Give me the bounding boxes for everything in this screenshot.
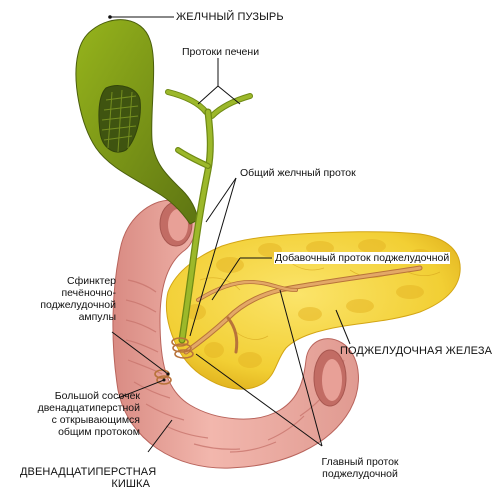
label-sphincter-line-1: Сфинктер (20, 275, 116, 287)
label-main-duct-line-2: поджелудочной (300, 468, 420, 480)
label-main-duct: Главный проток поджелудочной (300, 456, 420, 480)
gallbladder-shape (76, 20, 198, 224)
label-major-papilla: Большой сосочек двенадцатиперстной с отк… (8, 390, 140, 438)
label-gallbladder: ЖЕЛЧНЫЙ ПУЗЫРЬ (176, 11, 284, 23)
label-papilla-line-2: двенадцатиперстной (8, 402, 140, 414)
label-duodenum: ДВЕНАДЦАТИПЕРСТНАЯ КИШКА (20, 466, 150, 490)
label-main-duct-line-1: Главный проток (300, 456, 420, 468)
label-papilla-line-3: с открывающимся (8, 414, 140, 426)
label-sphincter-line-2: печёночно- (20, 287, 116, 299)
label-papilla-line-1: Большой сосочек (8, 390, 140, 402)
label-sphincter-line-3: поджелудочной (20, 299, 116, 311)
label-papilla-line-4: общим протоком (8, 426, 140, 438)
label-duodenum-line-1: ДВЕНАДЦАТИПЕРСТНАЯ (20, 466, 150, 478)
label-accessory-duct: Добавочный проток поджелудочной (274, 252, 450, 264)
label-common-bile-duct: Общий желчный проток (240, 167, 356, 179)
label-sphincter: Сфинктер печёночно- поджелудочной ампулы (20, 275, 116, 323)
label-hepatic-ducts: Протоки печени (182, 46, 259, 58)
label-sphincter-line-4: ампулы (20, 311, 116, 323)
label-pancreas: ПОДЖЕЛУДОЧНАЯ ЖЕЛЕЗА (340, 345, 492, 357)
label-duodenum-line-2: КИШКА (20, 478, 150, 490)
